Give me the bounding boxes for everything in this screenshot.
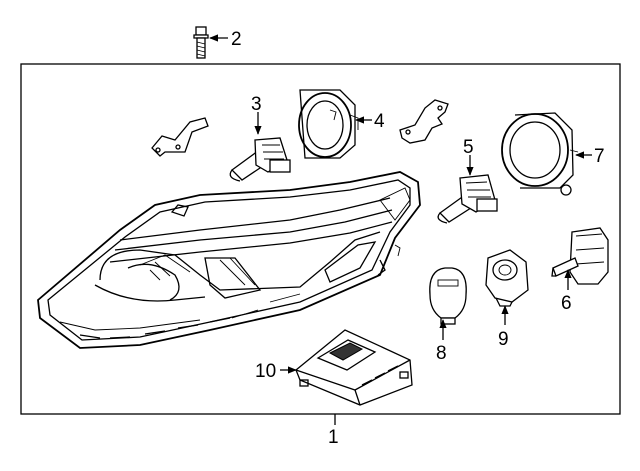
callout-7: 7 [594, 146, 605, 167]
callout-3: 3 [251, 94, 262, 115]
callout-1: 1 [328, 427, 339, 448]
bulb-socket-part-6 [551, 227, 609, 285]
callout-2: 2 [231, 29, 242, 50]
callout-8: 8 [436, 343, 447, 364]
bulb-part-8 [429, 267, 467, 325]
bulb-part-3 [229, 137, 291, 182]
callout-10: 10 [255, 361, 276, 382]
headlamp-housing [37, 171, 421, 349]
cover-part-4 [298, 89, 359, 159]
mounting-bracket-left [151, 117, 209, 157]
socket-part-9 [485, 249, 529, 307]
mounting-bracket-right [399, 99, 449, 144]
assembly-frame [20, 63, 621, 415]
bolt-part-2 [193, 26, 209, 59]
bulb-part-5 [437, 174, 498, 224]
callout-9: 9 [498, 329, 509, 350]
callout-6: 6 [561, 293, 572, 314]
cover-part-7 [501, 112, 579, 196]
ballast-part-10 [295, 329, 413, 406]
callout-4: 4 [374, 111, 385, 132]
callout-5: 5 [463, 137, 474, 158]
